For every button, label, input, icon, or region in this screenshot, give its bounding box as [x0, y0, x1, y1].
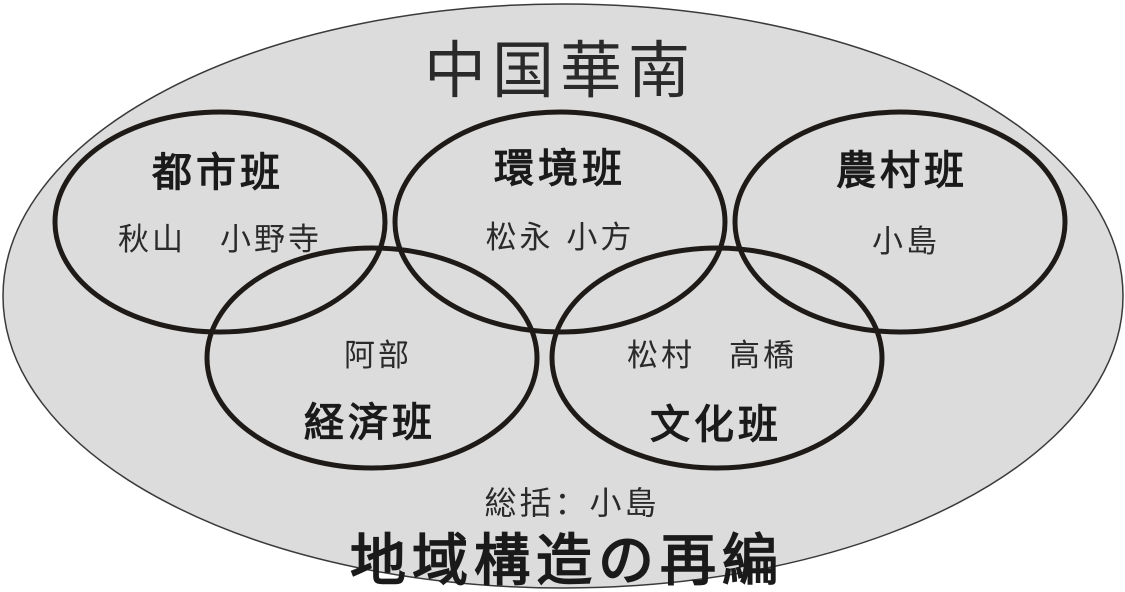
- team-name-culture: 文化班: [650, 402, 782, 448]
- region-title: 中国華南: [424, 34, 696, 107]
- team-name-environment: 環境班: [494, 146, 626, 192]
- team-members-rural: 小島: [872, 224, 940, 260]
- team-members-environment: 松永 小方: [486, 220, 635, 256]
- ring-environment: [392, 109, 728, 335]
- team-name-economy: 経済班: [304, 400, 436, 446]
- ring-culture: [549, 245, 885, 471]
- team-name-rural: 農村班: [836, 148, 968, 194]
- ring-economy: [204, 245, 540, 471]
- team-members-urban: 秋山 小野寺: [118, 222, 322, 258]
- ring-rural: [732, 109, 1068, 335]
- team-members-economy: 阿部: [344, 338, 412, 374]
- ring-urban: [52, 109, 388, 335]
- team-members-culture: 松村 高橋: [627, 338, 797, 374]
- region-ellipse: [2, 3, 1124, 589]
- team-name-urban: 都市班: [151, 150, 284, 196]
- supervisor-label: 総括：小島: [484, 484, 659, 522]
- project-title: 地域構造の再編: [350, 529, 784, 592]
